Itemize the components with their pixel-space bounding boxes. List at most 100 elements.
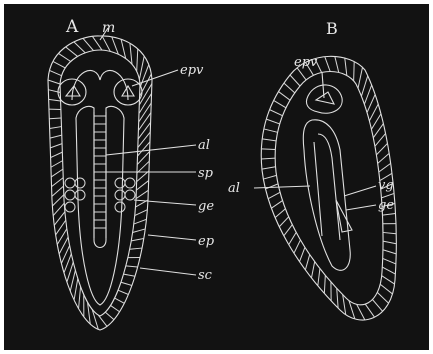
panel-b-letter: B xyxy=(326,19,338,38)
cell-tick xyxy=(79,287,81,309)
cell-tick xyxy=(373,124,383,138)
label-ge-a: ge xyxy=(198,199,214,214)
cell-tick xyxy=(58,53,70,61)
panel-b: B epv al vg ge xyxy=(228,19,396,320)
cell-tick xyxy=(271,201,282,209)
cell-tick xyxy=(375,134,386,147)
cell-tick xyxy=(383,250,396,254)
cell-tick xyxy=(382,267,395,274)
cell-tick xyxy=(52,186,64,196)
cell-tick xyxy=(83,38,94,50)
cell-tick xyxy=(115,298,125,303)
cell-tick xyxy=(270,110,283,116)
cell-tick xyxy=(51,152,63,157)
cell-tick xyxy=(345,58,347,75)
cell-tick xyxy=(284,83,295,93)
cell-tick xyxy=(265,184,278,189)
cell-tick xyxy=(383,232,396,233)
cell-tick xyxy=(138,122,150,139)
cell-tick xyxy=(378,153,389,163)
cell-tick xyxy=(51,161,63,168)
panel-b-epv-core xyxy=(316,92,334,104)
cell-tick xyxy=(324,275,325,293)
cell-tick xyxy=(102,36,110,52)
germ-cell xyxy=(125,178,135,188)
cell-tick xyxy=(290,75,300,86)
cell-tick xyxy=(50,144,62,148)
cell-tick xyxy=(361,76,367,96)
cell-tick xyxy=(275,209,285,218)
label-epv-a: epv xyxy=(180,63,204,78)
cell-tick xyxy=(261,149,275,150)
cell-tick xyxy=(133,229,146,233)
cell-tick xyxy=(274,100,286,107)
cell-tick xyxy=(372,299,382,311)
germ-cell xyxy=(115,190,125,200)
panel-b-gut xyxy=(303,120,350,271)
cell-tick xyxy=(264,129,278,132)
cell-tick xyxy=(49,70,61,75)
cell-tick xyxy=(371,114,380,129)
cell-tick xyxy=(131,239,144,241)
cell-tick xyxy=(365,304,374,317)
cell-tick xyxy=(268,192,280,198)
cell-tick xyxy=(74,278,78,300)
label-sp: sp xyxy=(198,166,214,181)
cell-tick xyxy=(130,248,142,249)
cell-tick xyxy=(382,214,395,216)
cell-tick xyxy=(369,104,378,121)
label-sc: sc xyxy=(198,268,213,283)
panel-b-inner-wall xyxy=(275,72,383,305)
label-epv-b: epv xyxy=(294,55,318,70)
cell-tick xyxy=(380,284,392,294)
cell-tick xyxy=(134,219,147,224)
cell-tick xyxy=(110,305,119,311)
cell-tick xyxy=(98,315,107,326)
label-al-b: al xyxy=(228,181,240,196)
germ-cell xyxy=(65,190,75,200)
germ-cell xyxy=(115,202,125,212)
cell-tick xyxy=(53,203,64,215)
cell-tick xyxy=(376,143,387,154)
cell-tick xyxy=(261,158,275,159)
panel-a-cavity xyxy=(76,106,124,305)
cell-tick xyxy=(49,118,61,119)
cell-tick xyxy=(105,312,114,319)
cell-tick xyxy=(364,85,371,104)
cell-tick xyxy=(300,247,305,261)
cell-tick xyxy=(139,56,144,79)
cell-tick xyxy=(118,290,128,294)
panel-a-pouch-right xyxy=(114,79,142,105)
cell-tick xyxy=(382,276,395,284)
panel-a-germ-cells xyxy=(65,178,135,212)
cell-tick xyxy=(262,167,276,169)
cell-tick xyxy=(289,232,296,244)
cell-tick xyxy=(137,49,138,72)
cell-tick xyxy=(279,217,288,227)
cell-tick xyxy=(358,67,362,88)
label-vg: vg xyxy=(378,178,394,193)
leader-ep xyxy=(148,235,196,240)
cell-tick xyxy=(337,288,338,308)
panel-b-gut-inner xyxy=(314,134,340,240)
cell-tick xyxy=(266,119,279,124)
cell-tick xyxy=(130,43,132,64)
cell-tick xyxy=(136,181,148,191)
panel-a-letter: A xyxy=(65,17,79,37)
cell-tick xyxy=(48,80,60,84)
cell-tick xyxy=(262,139,276,141)
cell-tick xyxy=(50,135,62,138)
cell-tick xyxy=(354,62,355,81)
cell-tick xyxy=(121,282,132,285)
cell-tick xyxy=(52,178,64,187)
cell-tick xyxy=(53,61,65,68)
cell-tick xyxy=(383,258,396,264)
cell-tick xyxy=(383,241,396,244)
cell-tick xyxy=(278,92,290,101)
cell-tick xyxy=(318,269,320,286)
germ-cell xyxy=(65,178,75,188)
cell-tick xyxy=(70,270,75,291)
cell-tick xyxy=(67,262,73,282)
